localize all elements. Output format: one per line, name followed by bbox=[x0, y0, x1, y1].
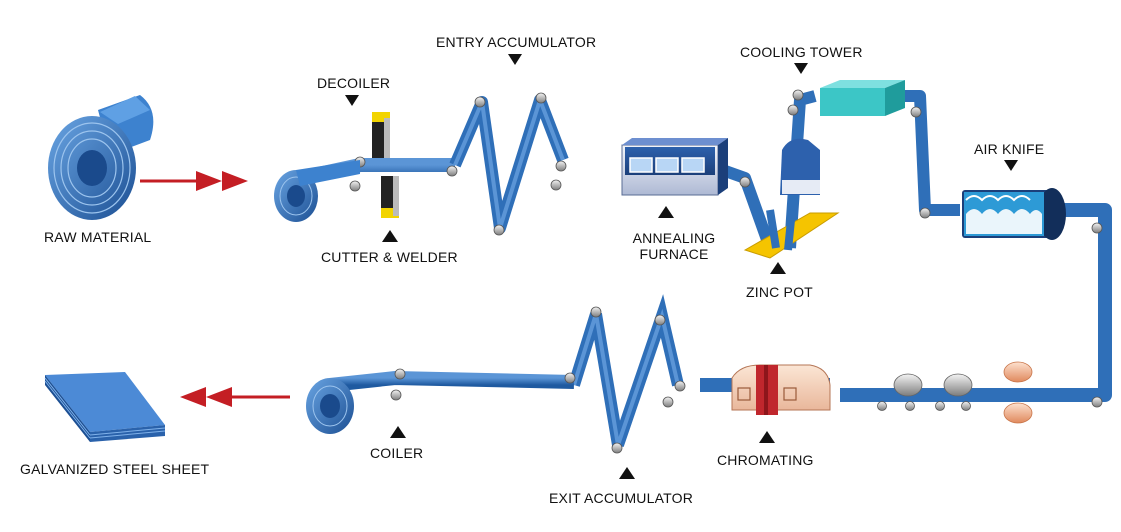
galvanized-sheet-stack bbox=[44, 372, 166, 442]
zinc-pot bbox=[743, 138, 840, 259]
label-air-knife: AIR KNIFE bbox=[974, 141, 1045, 157]
exit-accumulator-pointer bbox=[619, 467, 635, 479]
steel-rolls bbox=[893, 373, 973, 397]
label-zinc-pot: ZINC POT bbox=[746, 284, 813, 300]
decoiler-pointer bbox=[345, 95, 359, 106]
label-chromating: CHROMATING bbox=[717, 452, 814, 468]
entry-accumulator-pointer bbox=[508, 54, 522, 65]
chromating-unit bbox=[731, 364, 831, 415]
raw-material-coil bbox=[48, 95, 154, 220]
label-entry-accumulator: ENTRY ACCUMULATOR bbox=[436, 34, 597, 50]
rollers-top bbox=[349, 89, 1103, 408]
label-annealing-furnace-line2: FURNACE bbox=[639, 246, 709, 262]
annealing-furnace bbox=[621, 138, 728, 196]
label-decoiler: DECOILER bbox=[317, 75, 391, 91]
coiler-coil bbox=[306, 378, 354, 434]
label-annealing-furnace-line1: ANNEALING bbox=[632, 230, 716, 246]
copper-rolls bbox=[1003, 361, 1033, 424]
coiler-pointer bbox=[390, 426, 406, 438]
label-raw-material: RAW MATERIAL bbox=[44, 229, 152, 245]
air-knife bbox=[962, 188, 1066, 240]
air-knife-pointer bbox=[1004, 160, 1018, 171]
cooling-tower bbox=[820, 80, 905, 116]
feed-arrow-right bbox=[140, 171, 248, 191]
annealing-furnace-pointer bbox=[658, 206, 674, 218]
zinc-pot-pointer bbox=[770, 262, 786, 274]
decoiler-coil bbox=[274, 160, 360, 222]
cutter-welder bbox=[372, 112, 399, 218]
rollers-bottom bbox=[390, 306, 971, 454]
label-exit-accumulator: EXIT ACCUMULATOR bbox=[549, 490, 694, 506]
output-arrow-left bbox=[180, 387, 290, 407]
label-coiler: COILER bbox=[370, 445, 424, 461]
label-galvanized-steel-sheet: GALVANIZED STEEL SHEET bbox=[20, 461, 210, 477]
cooling-tower-pointer bbox=[794, 63, 808, 74]
cutter-welder-pointer bbox=[382, 230, 398, 242]
label-cooling-tower: COOLING TOWER bbox=[740, 44, 863, 60]
chromating-pointer bbox=[759, 431, 775, 443]
label-cutter-welder: CUTTER & WELDER bbox=[321, 249, 458, 265]
